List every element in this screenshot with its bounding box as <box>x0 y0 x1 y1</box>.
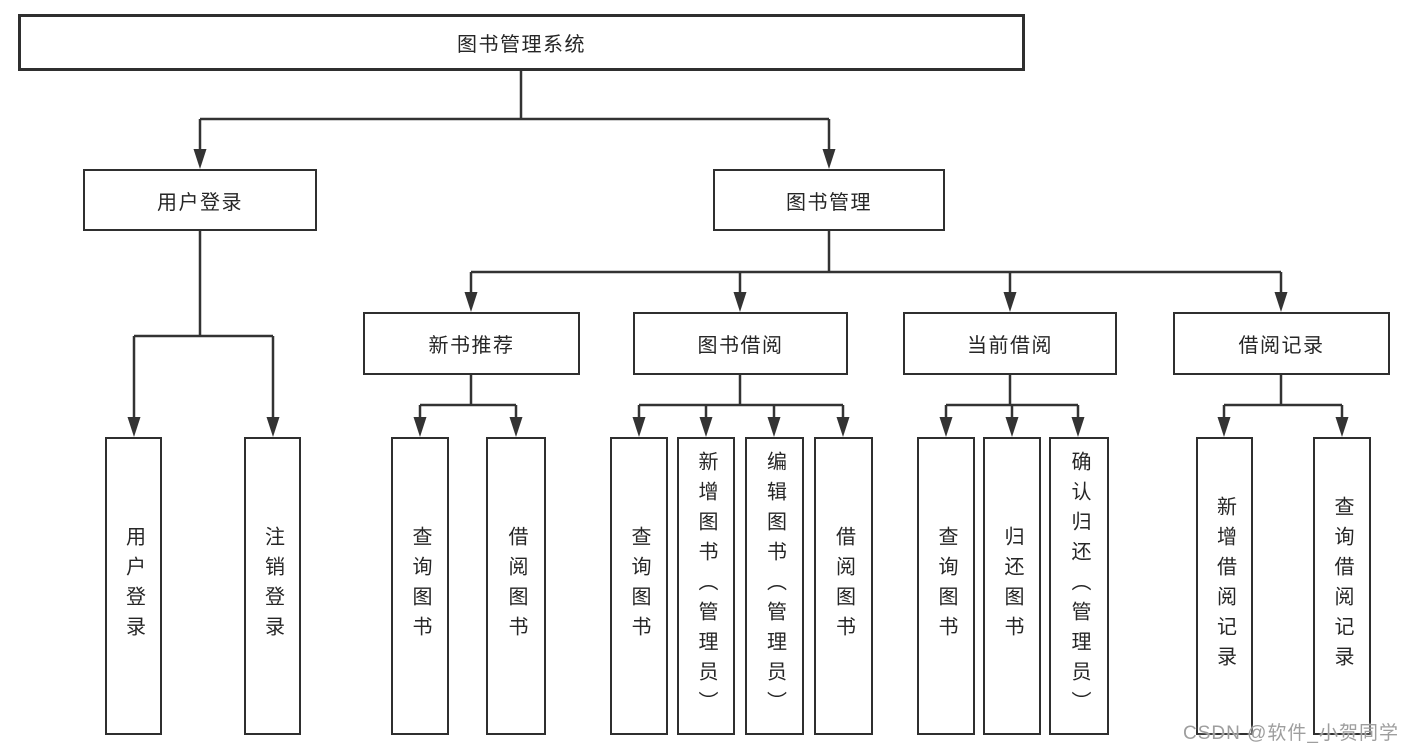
leaf-current-return-book: 归还图书 <box>983 437 1041 735</box>
node-label: 图书借阅 <box>697 335 784 357</box>
node-user-login: 用户登录 <box>83 169 317 231</box>
node-new-book-recommend: 新书推荐 <box>363 312 580 375</box>
leaf-label: 编辑图书（管理员） <box>763 451 786 721</box>
leaf-logout: 注销登录 <box>244 437 301 735</box>
leaf-current-query-book: 查询图书 <box>917 437 975 735</box>
node-current-borrow: 当前借阅 <box>903 312 1117 375</box>
leaf-borrow-edit-book-admin: 编辑图书（管理员） <box>745 437 804 735</box>
leaf-label: 新增借阅记录 <box>1213 496 1236 676</box>
leaf-label: 注销登录 <box>261 526 284 646</box>
leaf-label: 借阅图书 <box>832 526 855 646</box>
leaf-label: 用户登录 <box>122 526 145 646</box>
leaf-borrow-borrow-book: 借阅图书 <box>814 437 873 735</box>
node-label: 图书管理 <box>786 191 872 214</box>
leaf-recommend-borrow-book: 借阅图书 <box>486 437 546 735</box>
leaf-label: 新增图书（管理员） <box>695 451 717 721</box>
node-book-borrow: 图书借阅 <box>633 312 848 375</box>
leaf-borrow-query-book: 查询图书 <box>610 437 668 735</box>
node-label: 当前借阅 <box>967 335 1053 357</box>
leaf-current-confirm-return-admin: 确认归还（管理员） <box>1049 437 1109 735</box>
leaf-label: 借阅图书 <box>505 526 527 646</box>
node-label: 图书管理系统 <box>457 34 586 56</box>
leaf-borrow-add-book-admin: 新增图书（管理员） <box>677 437 735 735</box>
leaf-label: 确认归还（管理员） <box>1068 451 1090 721</box>
leaf-label: 查询图书 <box>628 526 650 646</box>
arrowheads <box>127 149 1349 437</box>
leaf-records-query-record: 查询借阅记录 <box>1313 437 1371 735</box>
node-library-management-system: 图书管理系统 <box>18 14 1025 71</box>
leaf-label: 查询图书 <box>409 526 431 646</box>
node-book-management: 图书管理 <box>713 169 945 231</box>
node-label: 借阅记录 <box>1238 335 1325 357</box>
leaf-user-login: 用户登录 <box>105 437 162 735</box>
csdn-watermark: CSDN @软件_小贺同学 <box>1183 723 1399 744</box>
leaf-recommend-query-book: 查询图书 <box>391 437 449 735</box>
leaf-label: 归还图书 <box>1001 526 1023 646</box>
node-label: 用户登录 <box>157 191 243 214</box>
leaf-records-add-record: 新增借阅记录 <box>1196 437 1253 735</box>
node-label: 新书推荐 <box>428 335 515 357</box>
leaf-label: 查询图书 <box>935 526 957 646</box>
leaf-label: 查询借阅记录 <box>1331 496 1353 676</box>
node-borrow-records: 借阅记录 <box>1173 312 1390 375</box>
